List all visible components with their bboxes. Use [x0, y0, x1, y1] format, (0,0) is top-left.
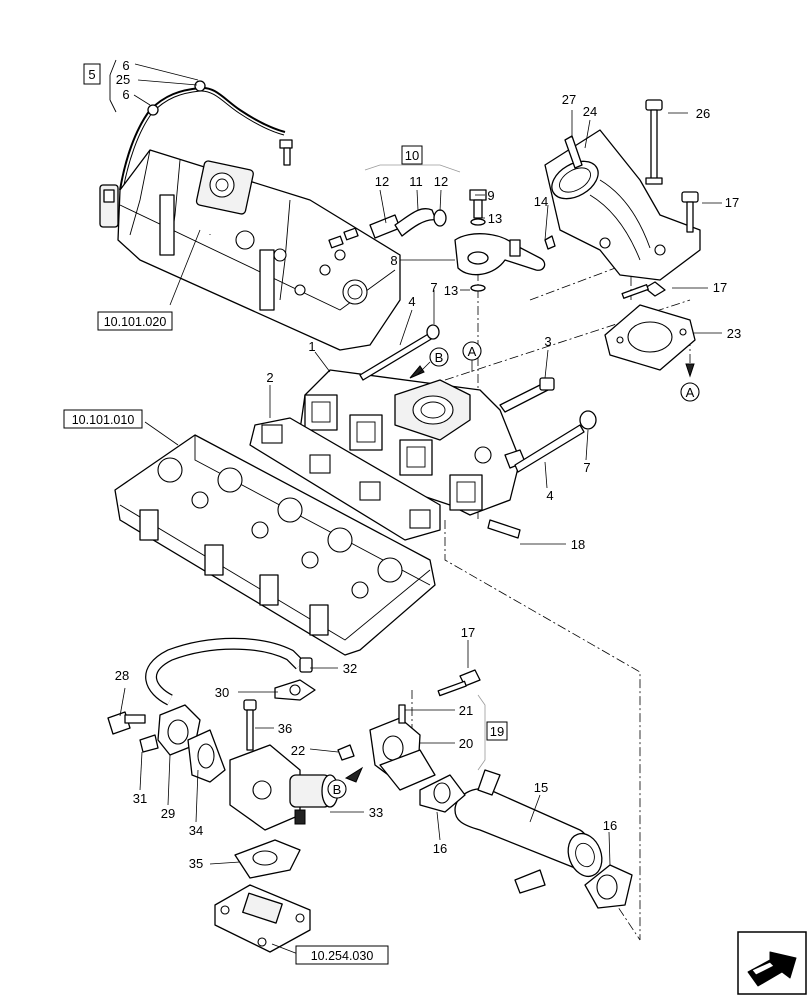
- svg-text:10.101.020: 10.101.020: [104, 315, 167, 329]
- svg-text:11: 11: [409, 174, 423, 189]
- svg-text:13: 13: [444, 283, 458, 298]
- egr-cooler: [419, 769, 633, 909]
- svg-text:14: 14: [534, 194, 548, 209]
- svg-text:4: 4: [408, 294, 415, 309]
- svg-text:10.101.010: 10.101.010: [72, 413, 135, 427]
- svg-text:7: 7: [430, 280, 437, 295]
- studs-bolts: [359, 324, 597, 473]
- svg-text:30: 30: [215, 685, 229, 700]
- svg-text:27: 27: [562, 92, 576, 107]
- svg-text:35: 35: [189, 856, 203, 871]
- svg-text:8: 8: [390, 253, 397, 268]
- exhaust-manifold: [299, 369, 526, 539]
- svg-text:B: B: [333, 782, 342, 797]
- svg-text:B: B: [435, 350, 444, 365]
- svg-text:4: 4: [546, 488, 553, 503]
- svg-text:6: 6: [122, 58, 129, 73]
- svg-text:17: 17: [725, 195, 739, 210]
- svg-text:10: 10: [405, 148, 419, 163]
- cylinder-head: [114, 434, 436, 656]
- ref-box-5[interactable]: 5: [83, 63, 101, 85]
- gasket-23: [604, 304, 696, 371]
- manifold-gasket: [249, 417, 441, 541]
- svg-text:A: A: [468, 344, 477, 359]
- circle-marker-a-top: A: [462, 341, 482, 372]
- svg-text:10.254.030: 10.254.030: [311, 949, 374, 963]
- svg-text:21: 21: [459, 703, 473, 718]
- svg-text:16: 16: [603, 818, 617, 833]
- svg-text:17: 17: [713, 280, 727, 295]
- svg-text:25: 25: [116, 72, 130, 87]
- svg-text:18: 18: [571, 537, 585, 552]
- svg-text:12: 12: [434, 174, 448, 189]
- svg-text:16: 16: [433, 841, 447, 856]
- svg-text:9: 9: [487, 188, 494, 203]
- valve-cover: [117, 149, 401, 351]
- svg-text:20: 20: [459, 736, 473, 751]
- svg-text:32: 32: [343, 661, 357, 676]
- svg-text:34: 34: [189, 823, 203, 838]
- ref-box-cylinder-head[interactable]: 10.101.010: [63, 409, 143, 429]
- svg-text:31: 31: [133, 791, 147, 806]
- ref-box-valve-cover[interactable]: 10.101.020: [97, 311, 173, 331]
- svg-text:2: 2: [266, 370, 273, 385]
- svg-text:28: 28: [115, 668, 129, 683]
- svg-text:6: 6: [122, 87, 129, 102]
- svg-text:23: 23: [727, 326, 741, 341]
- ref-box-19[interactable]: 19: [486, 721, 508, 741]
- svg-text:15: 15: [534, 780, 548, 795]
- bracket-10: [364, 164, 461, 173]
- circle-marker-a-right: A: [680, 363, 700, 402]
- svg-text:A: A: [686, 385, 695, 400]
- circle-marker-b-bottom: B: [327, 766, 364, 799]
- next-page-arrow-icon[interactable]: [737, 931, 807, 995]
- svg-text:3: 3: [544, 334, 551, 349]
- part-labels: 6 25 6 27 24 26 12 11 12 9 13 14 17 8 13…: [115, 58, 741, 871]
- egr-pipe: [145, 637, 316, 756]
- svg-text:7: 7: [583, 460, 590, 475]
- egr-valve: [107, 699, 339, 831]
- svg-text:26: 26: [696, 106, 710, 121]
- svg-text:5: 5: [88, 67, 95, 82]
- svg-text:22: 22: [291, 743, 305, 758]
- intake-elbow: [544, 99, 701, 299]
- leader-lines: [119, 194, 722, 955]
- svg-text:1: 1: [308, 339, 315, 354]
- svg-text:13: 13: [488, 211, 502, 226]
- ref-box-10[interactable]: 10: [401, 145, 423, 165]
- circle-marker-b-top: B: [409, 347, 449, 379]
- sensor-harness: [99, 59, 293, 228]
- egr-base-block: [214, 884, 311, 953]
- svg-text:29: 29: [161, 806, 175, 821]
- bracket-19: [477, 694, 486, 771]
- svg-text:24: 24: [583, 104, 597, 119]
- svg-text:33: 33: [369, 805, 383, 820]
- egr-flange: [337, 669, 481, 791]
- ref-box-bottom[interactable]: 10.254.030: [295, 945, 389, 965]
- svg-text:12: 12: [375, 174, 389, 189]
- gaskets-34-35: [187, 729, 301, 879]
- svg-text:36: 36: [278, 721, 292, 736]
- svg-text:19: 19: [490, 724, 504, 739]
- hose-fittings: [369, 189, 556, 292]
- svg-text:17: 17: [461, 625, 475, 640]
